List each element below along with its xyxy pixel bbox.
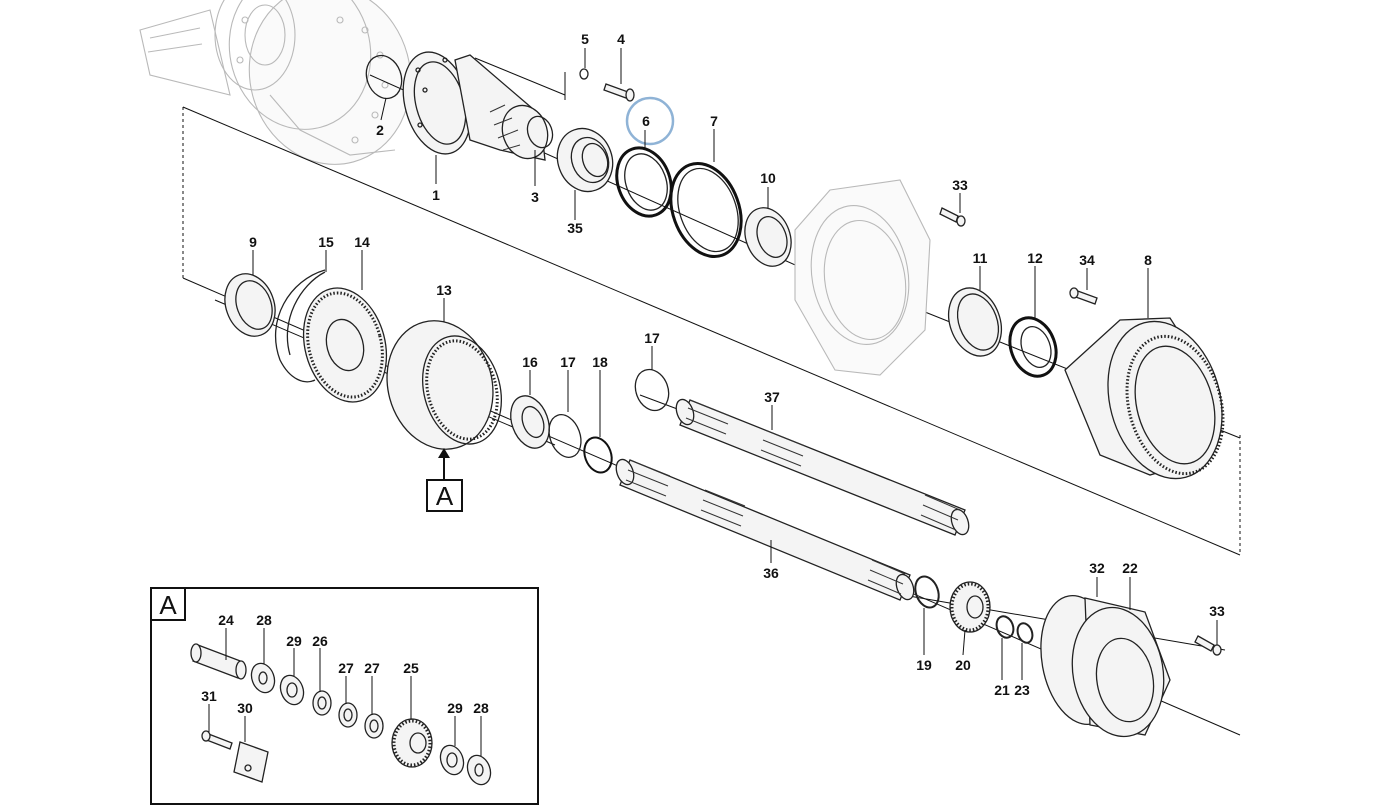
callout-1: 1 <box>432 187 440 203</box>
washer-part-28-right <box>466 754 492 786</box>
snap-ring-part-17-upper <box>634 368 670 412</box>
callout-28-right: 28 <box>473 700 489 716</box>
ring-part-7 <box>669 162 743 258</box>
brake-plate-ghost <box>794 179 931 376</box>
callout-5: 5 <box>581 31 589 47</box>
washer-part-19 <box>914 575 940 609</box>
o-ring-part-2 <box>365 54 403 100</box>
seal-part-6 <box>615 146 673 218</box>
callout-2: 2 <box>376 122 384 138</box>
bolt-part-34 <box>1069 287 1098 305</box>
washer-part-21 <box>995 615 1015 639</box>
screw-part-31 <box>201 730 233 750</box>
inset-leader-lines <box>208 628 482 756</box>
gear-part-20 <box>949 581 991 633</box>
lock-plate-part-30 <box>233 741 269 783</box>
callout-4: 4 <box>617 31 625 47</box>
callout-22: 22 <box>1122 560 1138 576</box>
washer-part-29-left <box>279 674 305 706</box>
callout-6-highlight-ring <box>625 96 675 146</box>
callout-13: 13 <box>436 282 452 298</box>
bolt-part-4 <box>603 83 635 102</box>
ring-part-9 <box>224 273 276 337</box>
detail-pointer-arrow <box>438 448 450 458</box>
callout-33-bottom: 33 <box>1209 603 1225 619</box>
washer-part-28-left <box>250 662 276 694</box>
callout-3: 3 <box>531 189 539 205</box>
washer-part-29-right <box>439 744 465 776</box>
callout-21: 21 <box>994 682 1010 698</box>
needle-bearing-part-27-right <box>364 713 384 739</box>
callout-9: 9 <box>249 234 257 250</box>
planet-carrier-part-22 <box>1040 594 1171 738</box>
callout-35: 35 <box>567 220 583 236</box>
callout-20: 20 <box>955 657 971 673</box>
callout-36: 36 <box>763 565 779 581</box>
callout-17-upper: 17 <box>644 330 660 346</box>
callout-29-right: 29 <box>447 700 463 716</box>
callout-12: 12 <box>1027 250 1043 266</box>
planet-gear-part-25 <box>391 718 433 768</box>
drive-shaft-part-37 <box>675 398 970 536</box>
callout-27-left: 27 <box>338 660 354 676</box>
callout-28-left: 28 <box>256 612 272 628</box>
ring-gear-part-13 <box>386 320 503 450</box>
callout-25: 25 <box>403 660 419 676</box>
callout-6: 6 <box>642 113 650 129</box>
callout-19: 19 <box>916 657 932 673</box>
drive-shaft-part-36 <box>615 458 915 601</box>
callout-8: 8 <box>1144 252 1152 268</box>
callout-24: 24 <box>218 612 234 628</box>
callout-27-right: 27 <box>364 660 380 676</box>
pin-part-24 <box>190 643 247 680</box>
hub-spindle-part-1 <box>402 51 554 161</box>
callout-26: 26 <box>312 633 328 649</box>
thrust-washer-part-16 <box>510 395 550 449</box>
needle-bearing-part-26 <box>312 690 332 716</box>
callout-7: 7 <box>710 113 718 129</box>
snap-ring-part-17-lower <box>548 414 582 458</box>
callout-30: 30 <box>237 700 253 716</box>
callout-33-top: 33 <box>952 177 968 193</box>
callout-10: 10 <box>760 170 776 186</box>
bearing-cup-part-10 <box>744 207 792 267</box>
callout-37: 37 <box>764 389 780 405</box>
svg-text:A: A <box>436 481 454 511</box>
wheel-hub-part-8 <box>1064 317 1225 480</box>
callout-16: 16 <box>522 354 538 370</box>
callout-34: 34 <box>1079 252 1095 268</box>
axle-housing-ghost <box>139 0 412 165</box>
bearing-part-12 <box>1008 316 1058 378</box>
callout-17-lower: 17 <box>560 354 576 370</box>
leader-lines <box>252 48 1218 680</box>
callout-14: 14 <box>354 234 370 250</box>
bearing-part-35 <box>556 127 614 193</box>
needle-bearing-part-27-left <box>338 702 358 728</box>
callout-29-left: 29 <box>286 633 302 649</box>
snap-ring-part-15 <box>275 269 326 383</box>
detail-inset-label: A <box>159 590 177 620</box>
callout-labels: 1 2 3 4 5 6 7 8 9 10 11 12 13 14 15 16 1… <box>249 31 1225 698</box>
washer-part-23 <box>1016 622 1034 644</box>
bolt-part-33-top <box>939 207 966 227</box>
bearing-part-11 <box>947 287 1003 357</box>
callout-11: 11 <box>973 250 988 266</box>
callout-23: 23 <box>1014 682 1030 698</box>
callout-32: 32 <box>1089 560 1105 576</box>
callout-31: 31 <box>201 688 217 704</box>
washer-part-5 <box>579 68 589 80</box>
snap-ring-part-18 <box>583 436 613 474</box>
callout-18: 18 <box>592 354 608 370</box>
detail-inset-A: A <box>150 587 539 805</box>
gear-carrier-part-14 <box>302 287 388 403</box>
detail-reference-A: A <box>426 479 463 512</box>
callout-15: 15 <box>318 234 334 250</box>
